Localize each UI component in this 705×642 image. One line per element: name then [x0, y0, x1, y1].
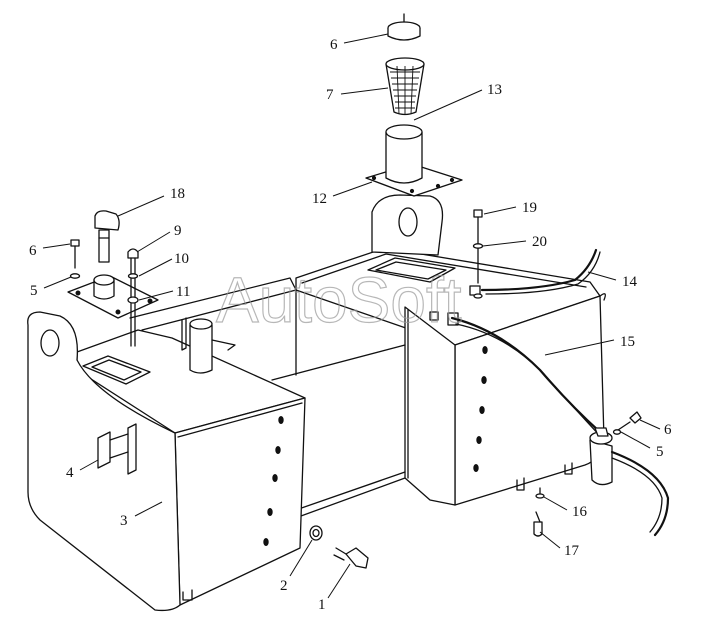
callout-16: 16 [572, 504, 588, 520]
return-line-assembly [450, 209, 670, 537]
callout-3: 3 [120, 513, 128, 529]
callout-labels: 6 7 13 12 19 20 14 15 6 5 16 17 18 9 10 … [29, 37, 672, 613]
right-tank [295, 194, 606, 506]
callout-13: 13 [487, 82, 502, 98]
suction-cover-assembly [67, 210, 159, 347]
drain-plug-assembly [309, 525, 369, 569]
callout-5-left: 5 [30, 283, 38, 299]
callout-10: 10 [174, 251, 189, 267]
callout-7: 6 [330, 37, 338, 53]
callout-6-right: 6 [664, 422, 672, 438]
watermark: AutoSoft [216, 264, 462, 336]
callout-18: 18 [170, 186, 185, 202]
callout-20: 20 [532, 234, 547, 250]
connecting-frame [129, 277, 406, 521]
callout-19: 19 [522, 200, 537, 216]
callout-14: 14 [622, 274, 638, 290]
callout-17: 17 [564, 543, 580, 559]
callout-4: 4 [66, 465, 74, 481]
callout-9: 9 [174, 223, 182, 239]
filler-cap-assembly [365, 13, 463, 197]
callout-12: 12 [312, 191, 327, 207]
leader-lines [42, 33, 661, 599]
callout-6-left: 6 [29, 243, 37, 259]
callout-2: 2 [280, 578, 288, 594]
callout-1: 1 [318, 597, 326, 613]
left-tank [27, 311, 306, 612]
callout-15: 15 [620, 334, 635, 350]
callout-5-right: 5 [656, 444, 664, 460]
callout-11: 11 [176, 284, 190, 300]
callout-8: 7 [326, 87, 334, 103]
